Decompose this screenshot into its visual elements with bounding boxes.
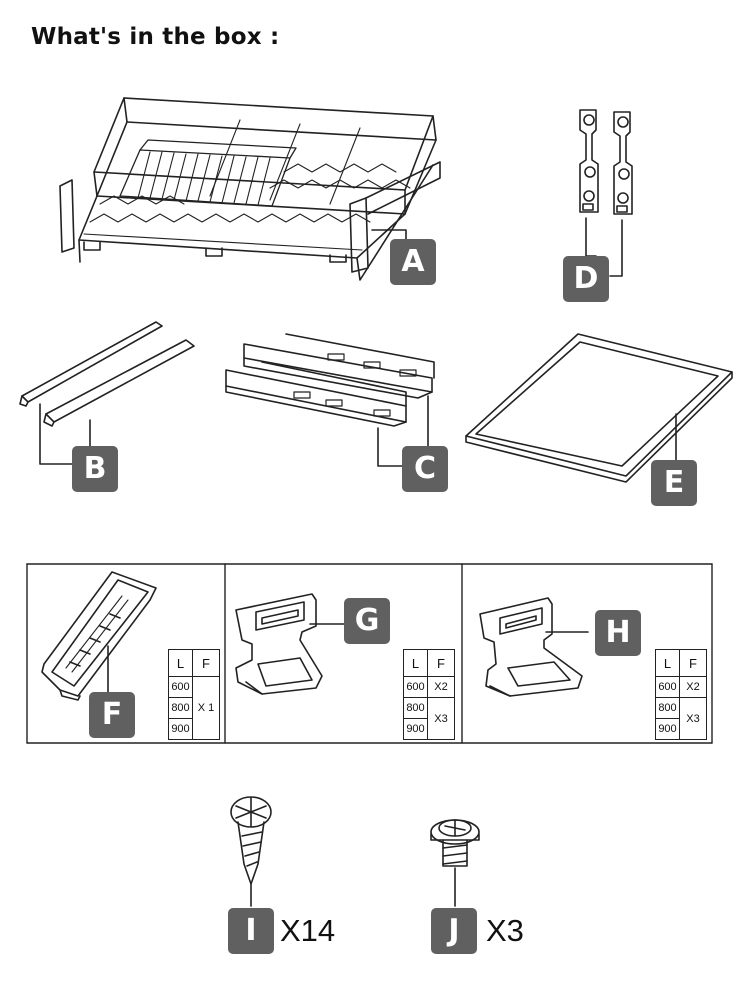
part-label-f: F: [89, 692, 135, 738]
table-cell-quantity: X2: [427, 676, 455, 698]
table-header-f: F: [679, 649, 707, 677]
table-header-f: F: [192, 649, 220, 677]
front-clip-drawing: [235, 593, 345, 695]
table-cell-length: 900: [403, 718, 428, 740]
table-cell-length: 600: [655, 676, 680, 698]
table-header-l: L: [655, 649, 680, 677]
part-label-i: I: [228, 908, 274, 954]
hardware-panel-frame: [26, 563, 713, 744]
wood-screw-drawing: [230, 796, 272, 907]
basket-drawing: [59, 97, 441, 281]
machine-screw-drawing: [430, 819, 480, 907]
table-cell-length: 800: [168, 697, 193, 719]
size-table-g: L F 600 X2 800 X3 900: [403, 649, 455, 740]
rails-drawing: [19, 321, 195, 465]
table-cell-length: 900: [168, 718, 193, 740]
bracket-pair-drawing: [579, 109, 633, 277]
table-cell-length: 600: [168, 676, 193, 698]
runners-drawing: [225, 333, 435, 467]
size-table-h: L F 600 X2 800 X3 900: [655, 649, 707, 740]
page-title: What's in the box :: [31, 24, 280, 50]
part-label-g: G: [344, 598, 390, 644]
part-label-d: D: [563, 256, 609, 302]
quantity-j: X3: [486, 913, 524, 948]
table-cell-length: 900: [655, 718, 680, 740]
size-table-f: L F 600 X 1 800 900: [168, 649, 220, 740]
part-label-a: A: [390, 239, 436, 285]
part-label-h: H: [595, 610, 641, 656]
part-label-c: C: [402, 446, 448, 492]
table-cell-quantity: X2: [679, 676, 707, 698]
table-cell-length: 800: [655, 697, 680, 719]
clip-drawing: [41, 571, 157, 701]
part-label-b: B: [72, 446, 118, 492]
table-header-l: L: [168, 649, 193, 677]
tray-drawing: [465, 333, 733, 483]
table-cell-quantity: X3: [679, 697, 707, 740]
table-cell-quantity: X 1: [192, 676, 220, 740]
table-cell-quantity: X3: [427, 697, 455, 740]
table-cell-length: 600: [403, 676, 428, 698]
table-cell-length: 800: [403, 697, 428, 719]
quantity-i: X14: [280, 913, 336, 948]
table-header-l: L: [403, 649, 428, 677]
part-label-e: E: [651, 460, 697, 506]
rear-clip-drawing: [479, 597, 589, 697]
table-header-f: F: [427, 649, 455, 677]
part-label-j: J: [431, 908, 477, 954]
